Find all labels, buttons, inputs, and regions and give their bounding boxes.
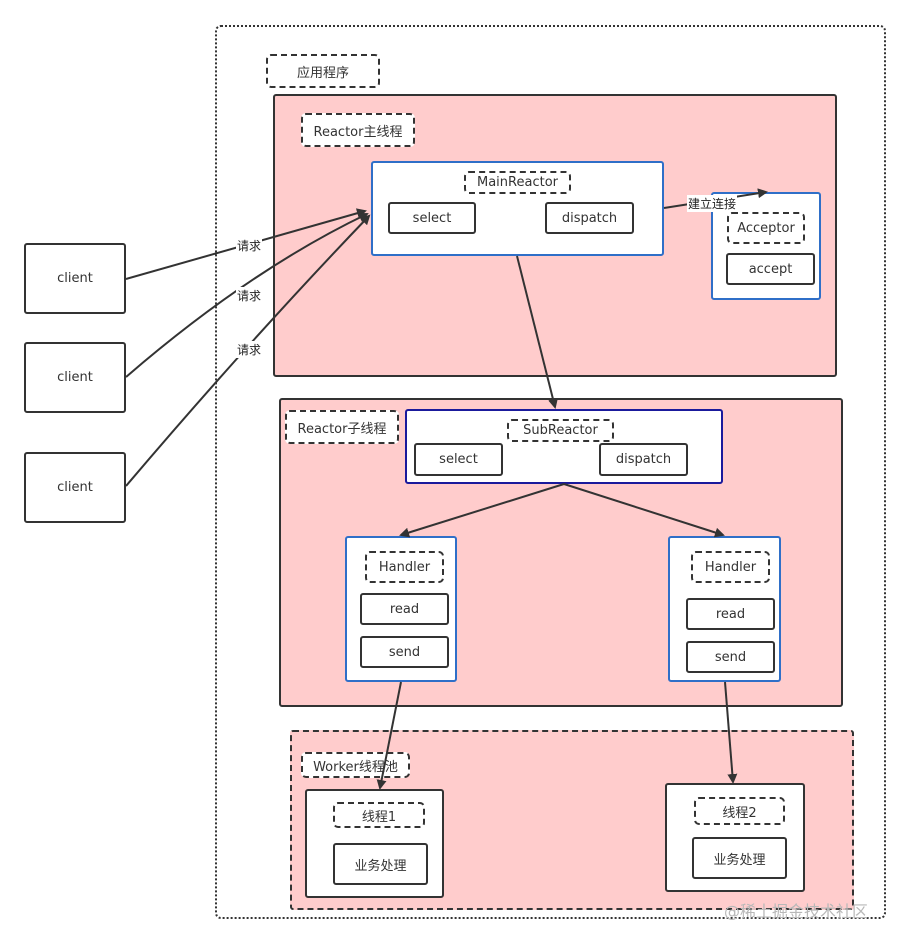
client-3: client xyxy=(24,452,126,523)
reactor-main-thread-label: Reactor主线程 xyxy=(301,113,415,147)
worker-thread-1-label: 线程1 xyxy=(333,802,425,828)
request-label-3: 请求 xyxy=(236,341,263,358)
sub-reactor-label: SubReactor xyxy=(507,419,614,442)
handler-right-read: read xyxy=(686,598,775,630)
worker-thread-2-label: 线程2 xyxy=(694,797,785,825)
sub-select-box: select xyxy=(414,443,503,476)
accept-box: accept xyxy=(726,253,815,285)
client-2: client xyxy=(24,342,126,413)
handler-left-send: send xyxy=(360,636,449,668)
handler-left-label: Handler xyxy=(365,551,444,583)
main-reactor-label: MainReactor xyxy=(464,171,571,194)
acceptor-label: Acceptor xyxy=(727,212,805,244)
watermark: @稀土掘金技术社区 xyxy=(724,902,869,921)
main-select-box: select xyxy=(388,202,476,234)
handler-right-send: send xyxy=(686,641,775,673)
worker-thread-1-task: 业务处理 xyxy=(333,843,428,885)
sub-dispatch-box: dispatch xyxy=(599,443,688,476)
app-label: 应用程序 xyxy=(266,54,380,88)
worker-thread-2-task: 业务处理 xyxy=(692,837,787,879)
client-1: client xyxy=(24,243,126,314)
request-label-1: 请求 xyxy=(236,237,263,254)
handler-right-label: Handler xyxy=(691,551,770,583)
worker-pool-label: Worker线程池 xyxy=(301,752,410,778)
request-label-2: 请求 xyxy=(236,287,263,304)
reactor-sub-thread-label: Reactor子线程 xyxy=(285,410,399,444)
connect-label: 建立连接 xyxy=(687,195,738,212)
main-dispatch-box: dispatch xyxy=(545,202,634,234)
handler-left-read: read xyxy=(360,593,449,625)
